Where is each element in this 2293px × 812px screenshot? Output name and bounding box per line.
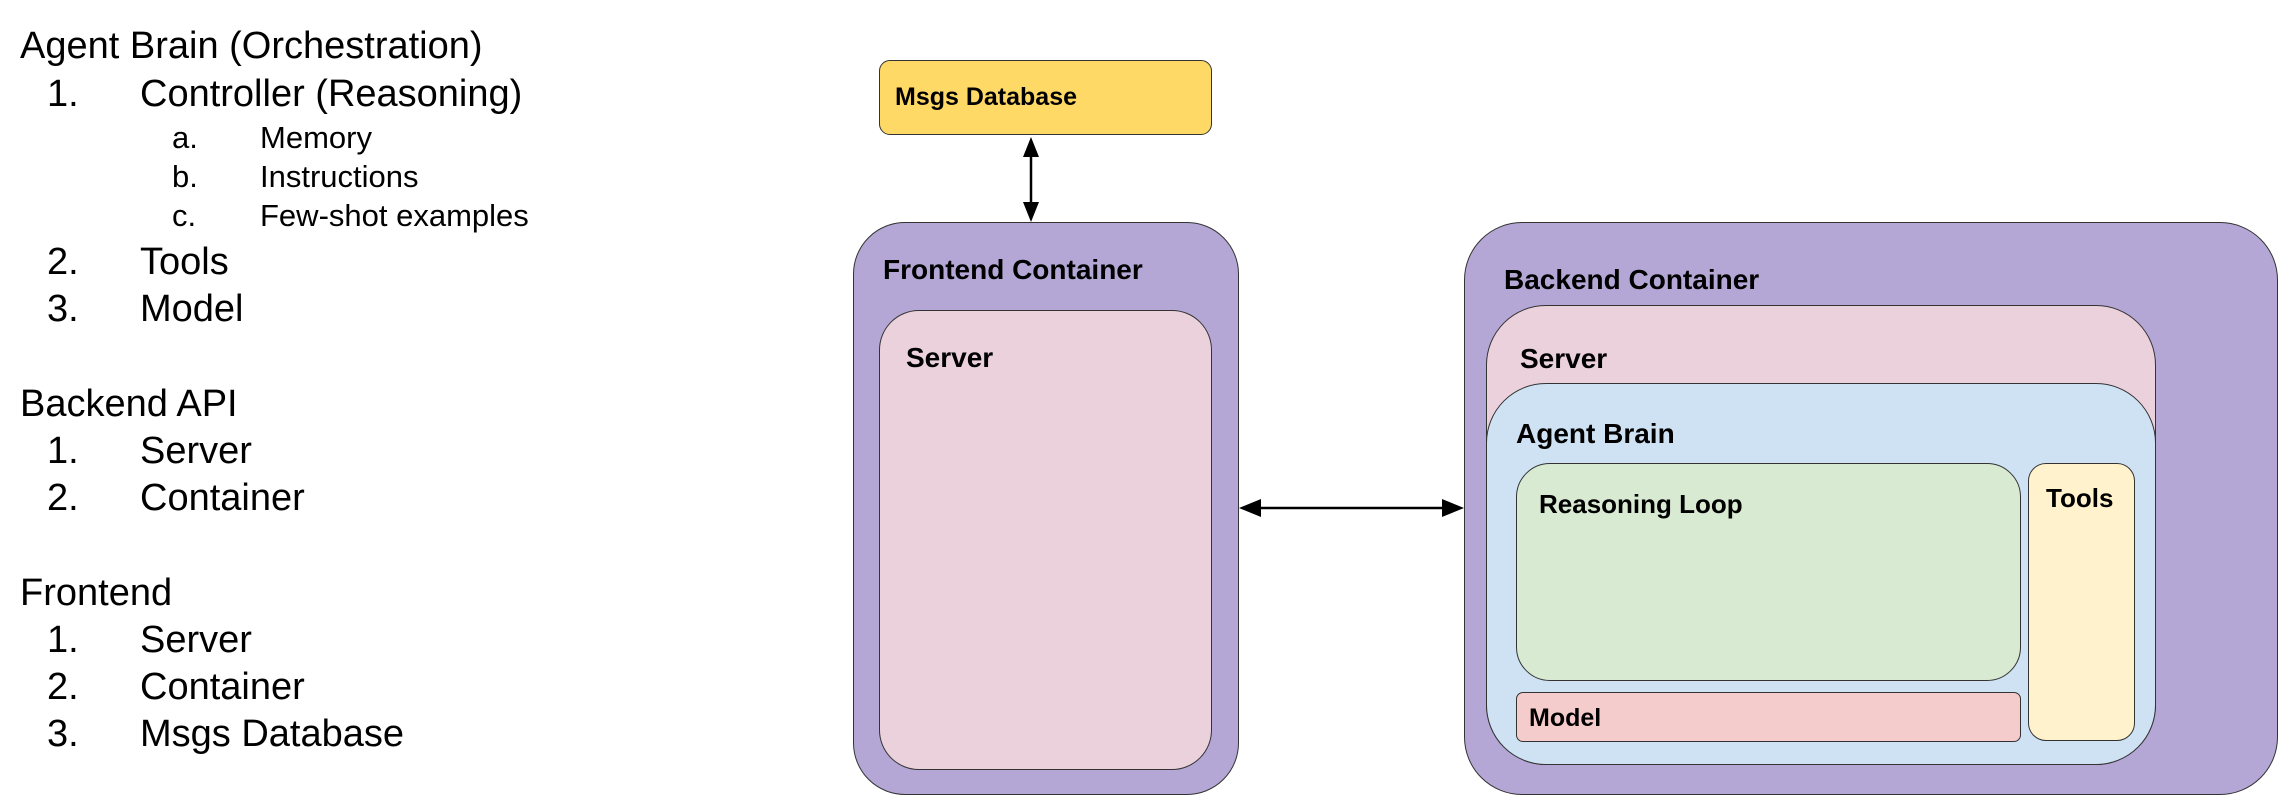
outline-section-title-frontend: Frontend <box>20 572 173 614</box>
outline-item-number: 2. <box>47 666 79 708</box>
outline-subitem-text: Memory <box>260 120 372 155</box>
outline-subitem-letter: b. <box>172 159 198 194</box>
outline-subitem-text: Instructions <box>260 159 419 194</box>
outline-item-number: 3. <box>47 288 79 330</box>
tools-node: Tools <box>2028 463 2135 741</box>
outline-item-text: Container <box>140 477 305 519</box>
outline-item-number: 2. <box>47 477 79 519</box>
model-node: Model <box>1516 692 2021 742</box>
frontend-server-label: Server <box>906 342 994 373</box>
reasoning-loop-node: Reasoning Loop <box>1516 463 2021 681</box>
outline-subitem-text: Few-shot examples <box>260 198 529 233</box>
backend-server-label: Server <box>1520 343 1608 374</box>
frontend-backend-arrow <box>1239 499 1464 517</box>
outline-subitem-letter: c. <box>172 198 197 233</box>
outline-subitem-letter: a. <box>172 120 198 155</box>
outline-item-text: Msgs Database <box>140 713 405 755</box>
outline-item-number: 2. <box>47 241 79 283</box>
model-label: Model <box>1529 704 1602 732</box>
outline-item-text: Container <box>140 666 305 708</box>
msgs-database-label: Msgs Database <box>895 83 1078 111</box>
outline-item-number: 1. <box>47 430 79 472</box>
outline: Agent Brain (Orchestration) 1. Controlle… <box>0 0 620 812</box>
reasoning-loop-label: Reasoning Loop <box>1539 489 1743 519</box>
outline-item-number: 1. <box>47 73 79 115</box>
frontend-container-label: Frontend Container <box>883 254 1143 285</box>
outline-item-text: Tools <box>140 241 229 283</box>
outline-item-text: Model <box>140 288 244 330</box>
outline-section-title-backend-api: Backend API <box>20 383 238 425</box>
database-frontend-arrow <box>1023 137 1039 222</box>
outline-item-text: Controller (Reasoning) <box>140 73 523 115</box>
backend-container-label: Backend Container <box>1504 264 1760 295</box>
tools-label: Tools <box>2046 483 2114 513</box>
outline-item-text: Server <box>140 430 252 472</box>
agent-brain-label: Agent Brain <box>1516 418 1675 449</box>
frontend-server-node: Server <box>879 310 1212 770</box>
outline-section-title-agent-brain: Agent Brain (Orchestration) <box>20 25 483 67</box>
outline-item-number: 3. <box>47 713 79 755</box>
msgs-database-node: Msgs Database <box>879 60 1212 135</box>
outline-item-number: 1. <box>47 619 79 661</box>
outline-item-text: Server <box>140 619 252 661</box>
